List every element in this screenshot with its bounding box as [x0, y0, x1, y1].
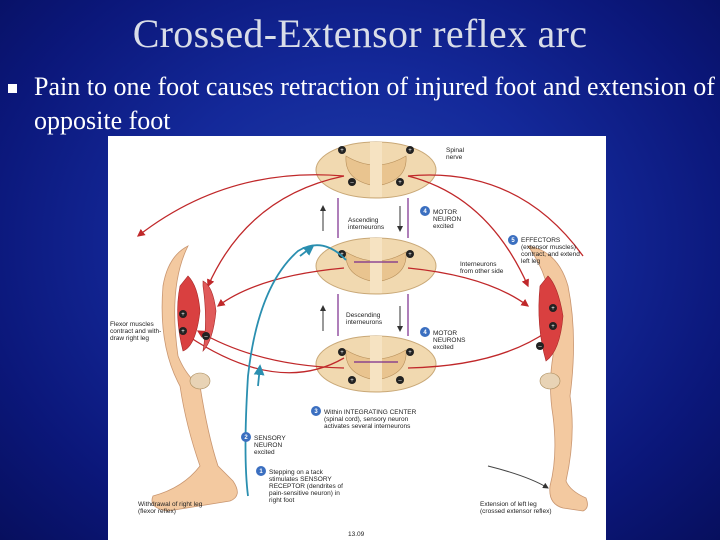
svg-text:+: +	[340, 350, 344, 356]
label-motor-1: MOTOR	[433, 209, 457, 216]
svg-text:+: +	[551, 306, 555, 312]
label-descending-1: Descending	[346, 312, 381, 319]
figure-number: 13.09	[348, 531, 365, 538]
svg-text:+: +	[181, 312, 185, 318]
svg-text:+: +	[408, 252, 412, 258]
label-integrating-1: Within INTEGRATING CENTER	[324, 409, 417, 416]
label-effectors-1: EFFECTORS	[521, 237, 561, 244]
label-withdrawal-1: Withdrawal of right leg	[138, 501, 203, 508]
svg-text:+: +	[350, 378, 354, 384]
label-motor-3: excited	[433, 223, 454, 230]
label-stepping-4: pain-sensitive neuron) in	[269, 490, 340, 497]
label-sensory-3: excited	[254, 449, 275, 456]
svg-text:+: +	[408, 350, 412, 356]
flexed-leg-illustration	[152, 246, 237, 511]
label-descending-2: interneurons	[346, 319, 383, 326]
label-stepping-5: right foot	[269, 497, 294, 504]
svg-text:+: +	[408, 148, 412, 154]
label-extension-2: (crossed extensor reflex)	[480, 508, 552, 515]
label-ascending-2: interneurons	[348, 224, 385, 231]
label-motor-neurons-2: NEURONS	[433, 337, 466, 344]
slide-title: Crossed-Extensor reflex arc	[0, 10, 720, 58]
label-stepping-2: stimulates SENSORY	[269, 476, 332, 483]
label-ascending-1: Ascending	[348, 217, 379, 224]
label-integrating-3: activates several interneurons	[324, 423, 411, 430]
svg-text:+: +	[340, 148, 344, 154]
label-flexor-2: contract and with-	[110, 328, 161, 335]
svg-text:+: +	[551, 324, 555, 330]
spinal-cord-segment-top	[316, 142, 436, 198]
label-integrating-2: (spinal cord), sensory neuron	[324, 416, 409, 423]
label-interneurons-2: from other side	[460, 268, 504, 275]
svg-text:+: +	[398, 180, 402, 186]
spinal-cord-segment-bottom	[316, 336, 436, 392]
svg-text:+: +	[181, 329, 185, 335]
label-motor-2: NEURON	[433, 216, 461, 223]
square-bullet-icon	[8, 84, 17, 93]
label-spinal-nerve-2: nerve	[446, 154, 463, 161]
reflex-arc-illustration: + + – + + + + + + –	[108, 136, 606, 540]
label-stepping-3: RECEPTOR (dendrites of	[269, 483, 343, 490]
label-effectors-3: contract, and extend	[521, 251, 580, 258]
bullet-text: Pain to one foot causes retraction of in…	[34, 70, 720, 138]
label-effectors-2: (extensor muscles)	[521, 244, 576, 251]
label-flexor-3: draw right leg	[110, 335, 149, 342]
label-spinal-nerve-1: Spinal	[446, 147, 465, 154]
label-effectors-4: left leg	[521, 258, 541, 265]
label-motor-neurons-1: MOTOR	[433, 330, 457, 337]
label-sensory-2: NEURON	[254, 442, 282, 449]
label-motor-neurons-3: excited	[433, 344, 454, 351]
label-sensory-1: SENSORY	[254, 435, 286, 442]
label-interneurons-1: Interneurons	[460, 261, 497, 268]
label-extension-1: Extension of left leg	[480, 501, 537, 508]
label-stepping-1: Stepping on a tack	[269, 469, 324, 476]
reflex-arc-figure: + + – + + + + + + –	[108, 136, 606, 540]
spinal-cord-segment-middle	[316, 238, 436, 294]
label-withdrawal-2: (flexor reflex)	[138, 508, 176, 515]
label-flexor-1: Flexor muscles	[110, 321, 154, 328]
extended-leg-illustration	[488, 246, 587, 511]
